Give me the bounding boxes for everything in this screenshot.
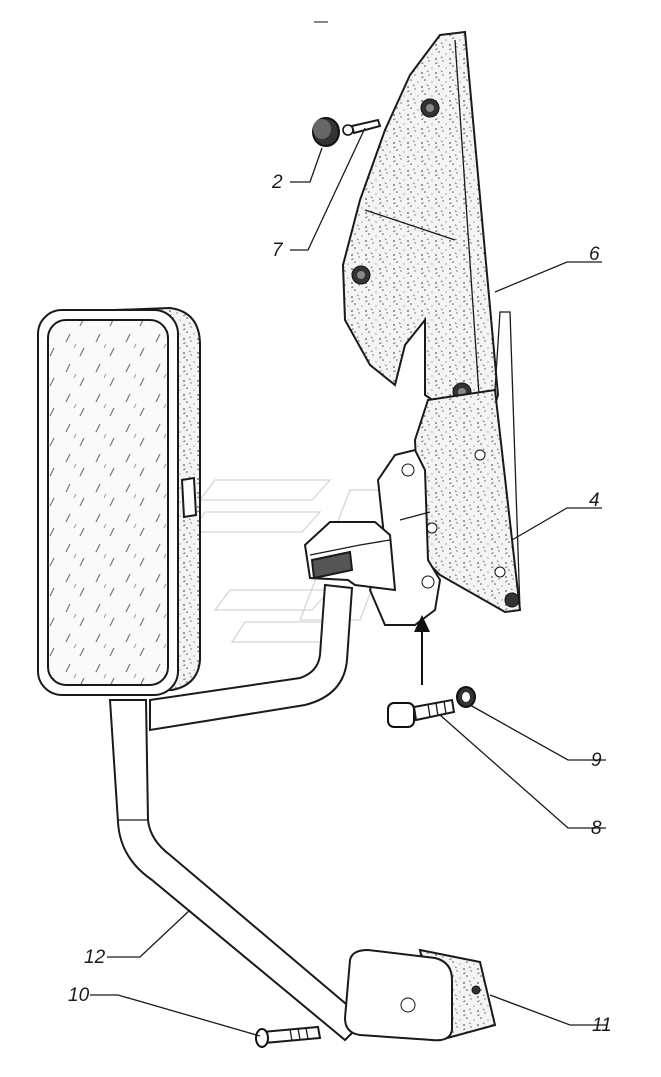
support-bar-part-12 bbox=[108, 699, 367, 1042]
callout-12: 12 bbox=[84, 947, 106, 968]
callout-6: 6 bbox=[589, 244, 600, 265]
leader-lines bbox=[90, 127, 607, 1037]
assembly-arrow bbox=[414, 615, 430, 685]
cap-part-2 bbox=[312, 117, 340, 147]
callout-2: 2 bbox=[271, 172, 283, 193]
screw-part-7 bbox=[342, 118, 382, 136]
bolt-part-8 bbox=[387, 698, 456, 728]
callout-11: 11 bbox=[592, 1015, 612, 1036]
callout-10: 10 bbox=[68, 985, 90, 1006]
clamp-block-part-11 bbox=[343, 948, 497, 1042]
mirror-head bbox=[37, 306, 201, 696]
mirror-arm-upper bbox=[149, 521, 397, 732]
callout-9: 9 bbox=[591, 750, 602, 771]
callout-4: 4 bbox=[589, 490, 600, 511]
washer-part-9 bbox=[456, 686, 476, 708]
screw-part-10 bbox=[255, 1025, 322, 1048]
mounting-plate-part-6 bbox=[341, 30, 500, 427]
callout-7: 7 bbox=[272, 240, 284, 261]
callout-8: 8 bbox=[591, 818, 602, 839]
